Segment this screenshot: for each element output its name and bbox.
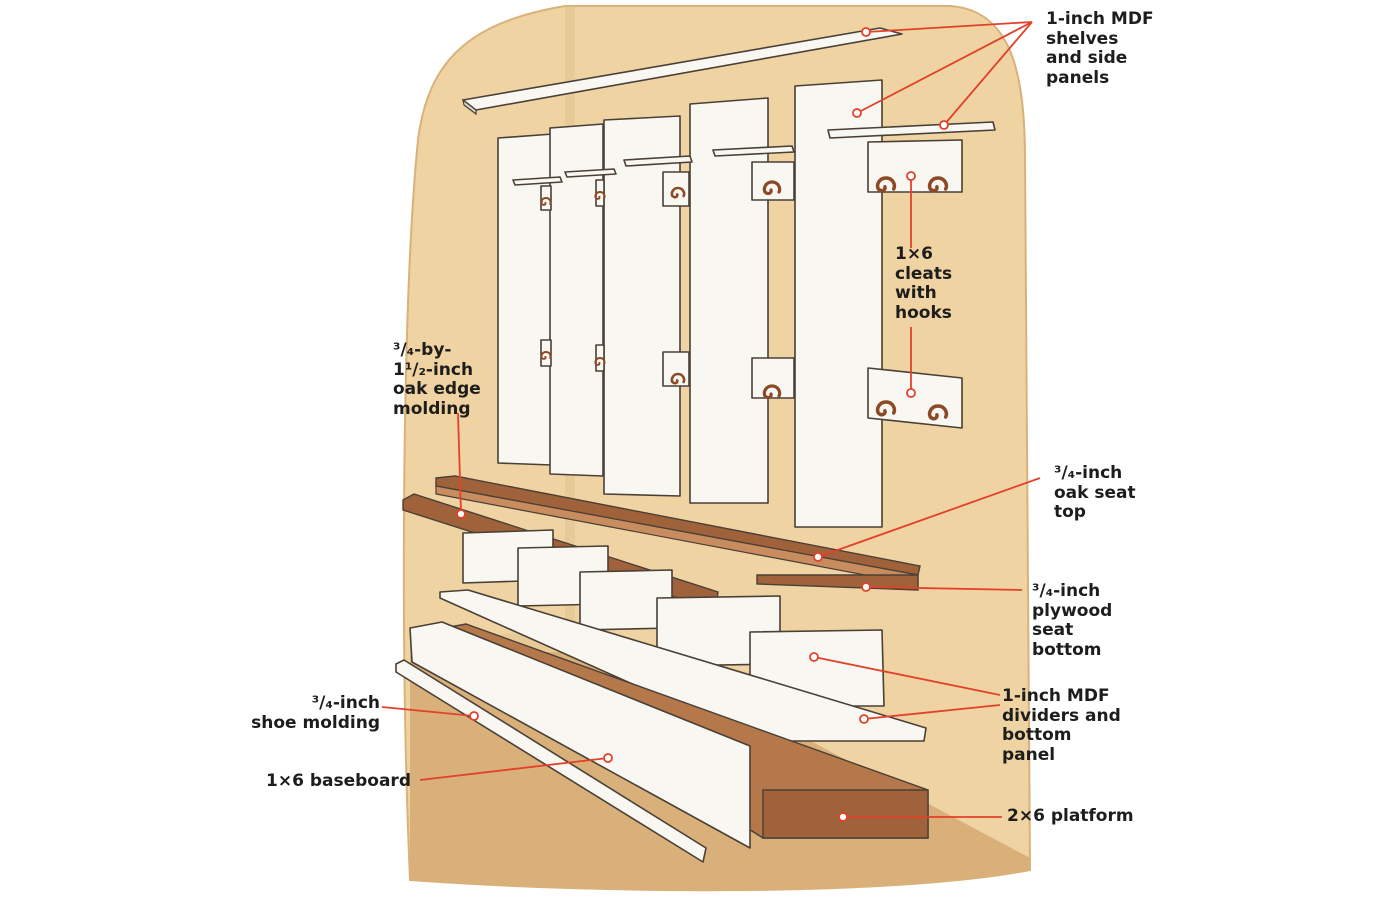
leader-line — [813, 656, 1001, 720]
leader-line — [419, 757, 609, 781]
label-baseboard: 1×6 baseboard — [266, 771, 411, 791]
coat-hook-icon — [670, 186, 686, 199]
small-shelves — [512, 121, 996, 186]
label-oak-edge-molding: ³/₄-by- 1¹/₂-inch oak edge molding — [393, 340, 481, 419]
label-seat-top: ³/₄-inch oak seat top — [1054, 463, 1136, 522]
leader-line — [865, 586, 1023, 591]
coat-hook-icon — [594, 357, 606, 366]
leader-line — [381, 706, 475, 717]
leader-dot — [603, 753, 613, 763]
coat-hook-icon — [762, 180, 782, 196]
baseboard — [409, 621, 751, 849]
leader-dot — [861, 582, 871, 592]
coat-hook-icon — [875, 400, 897, 417]
leader-dot — [861, 27, 871, 37]
label-mdf-shelves: 1-inch MDF shelves and side panels — [1046, 9, 1154, 88]
coat-hook-icon — [540, 351, 552, 360]
leader-dot — [809, 652, 819, 662]
leader-dot — [906, 171, 916, 181]
shoe-molding — [395, 659, 707, 863]
leader-dot — [852, 108, 862, 118]
label-shoe-molding: ³/₄-inch shoe molding — [251, 693, 380, 733]
oak-seat-top — [435, 475, 921, 591]
bottom-panel — [439, 589, 927, 742]
top-shelf — [462, 27, 903, 116]
coat-hook-icon — [540, 197, 552, 206]
leader-line — [457, 412, 462, 515]
leader-line — [817, 477, 1041, 558]
label-cleats: 1×6 cleats with hooks — [895, 244, 953, 323]
leader-dot — [906, 388, 916, 398]
leader-dot — [456, 509, 466, 519]
cleat-bottom-right — [867, 367, 963, 429]
side-panel-4 — [689, 97, 769, 504]
label-dividers: 1-inch MDF dividers and bottom panel — [1002, 686, 1121, 765]
leaders — [381, 21, 1041, 822]
coat-hook-icon — [670, 372, 686, 385]
label-platform: 2×6 platform — [1007, 806, 1134, 826]
coat-hook-icon — [927, 176, 949, 193]
leader-dot — [469, 711, 479, 721]
leader-dot — [859, 714, 869, 724]
coat-hook-icon — [875, 176, 897, 193]
leader-dot — [813, 552, 823, 562]
coat-hooks — [540, 176, 949, 421]
leader-dot — [838, 812, 848, 822]
coat-hook-icon — [594, 191, 606, 200]
leader-line — [856, 21, 1033, 126]
label-seat-bottom: ³/₄-inch plywood seat bottom — [1032, 581, 1113, 660]
side-panel-5 — [794, 79, 883, 528]
coat-hook-icon — [927, 404, 949, 421]
side-panels — [497, 79, 883, 528]
leader-dot — [939, 120, 949, 130]
coat-hook-icon — [762, 384, 782, 400]
